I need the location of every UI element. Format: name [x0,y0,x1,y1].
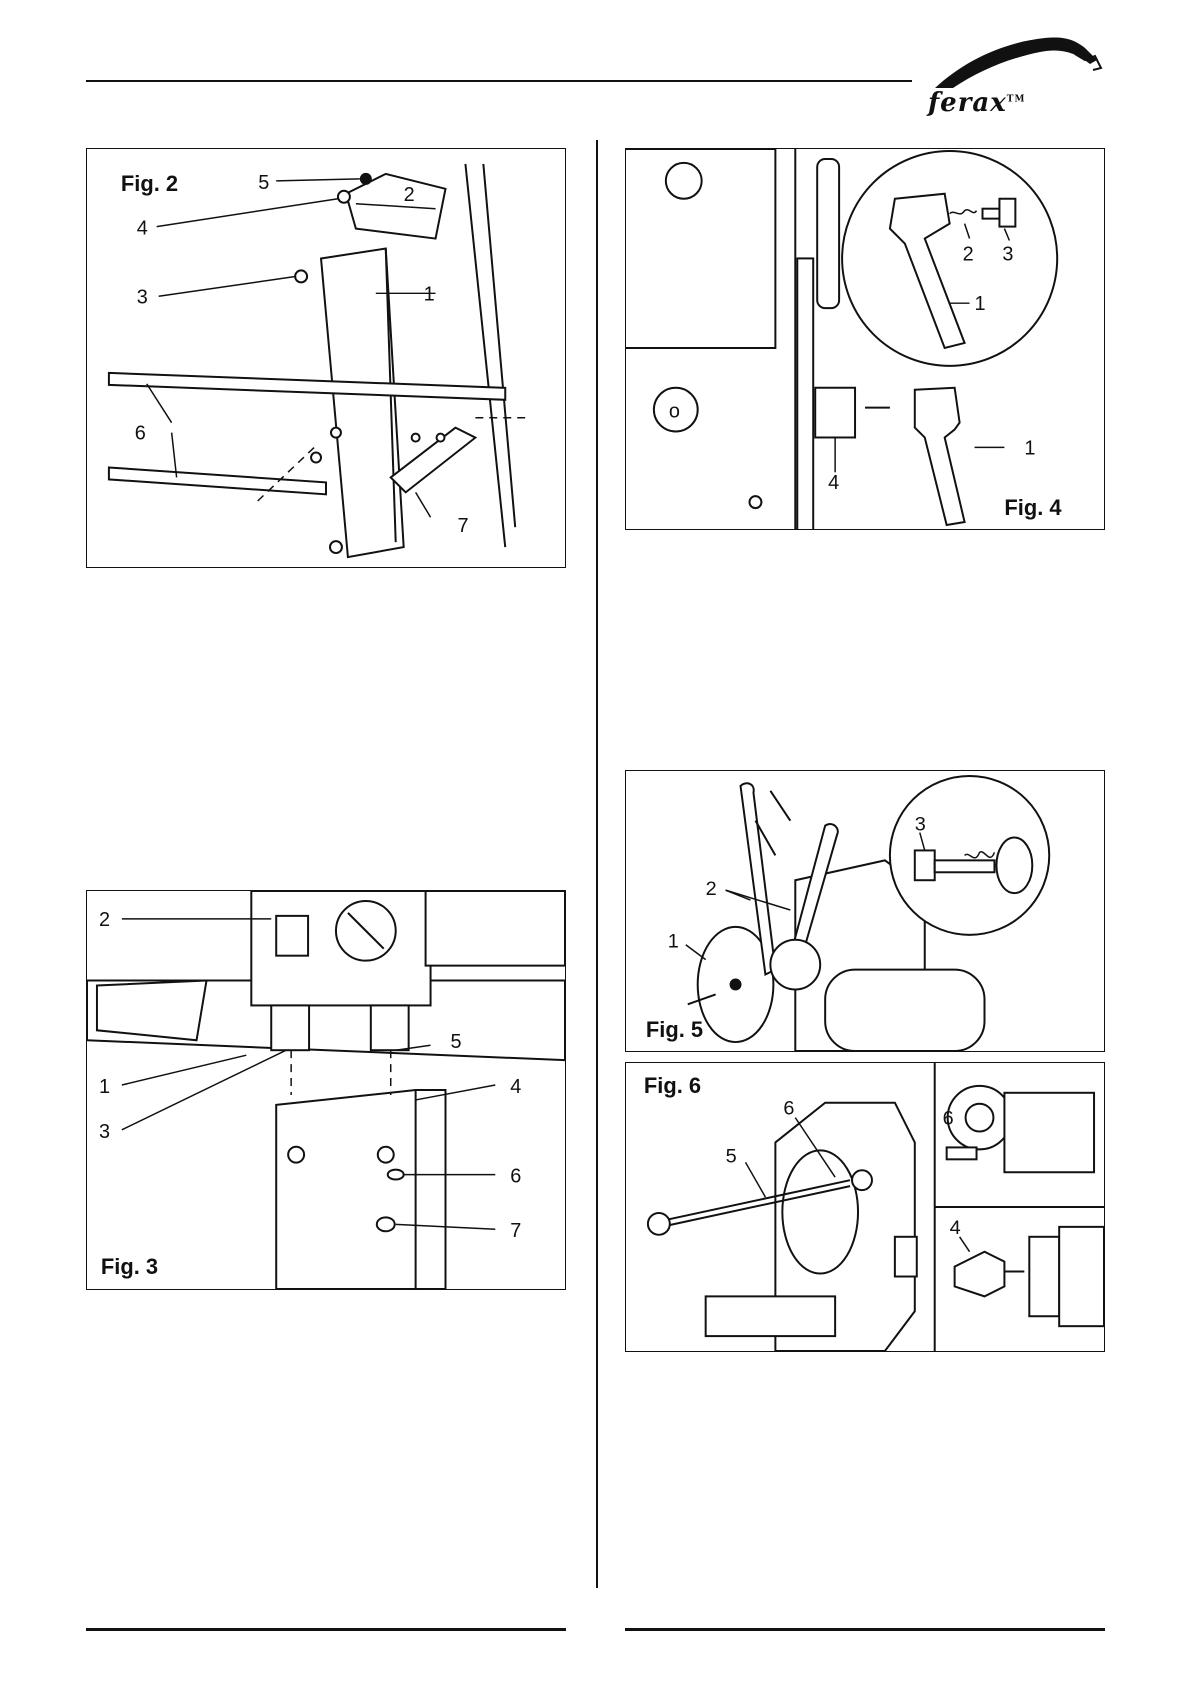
fig4-label-3: 3 [1002,243,1013,265]
fig3-label-2: 2 [99,909,110,931]
figure-6: Fig. 6 6 6 5 4 [625,1062,1105,1352]
brace-part [391,428,476,493]
column-divider [596,140,598,1588]
svg-text:o: o [669,401,680,423]
brand-wordmark: feraxTM [928,88,1118,118]
fig4-label-1b: 1 [1024,437,1035,459]
fig5-label-2: 2 [706,878,717,900]
fig5-label-1: 1 [668,931,679,953]
fig6-label-6b: 6 [943,1108,954,1130]
fig3-label-4: 4 [510,1076,521,1098]
figure-4-caption: Fig. 4 [1004,495,1062,520]
fig2-label-4: 4 [137,218,148,240]
fig2-label-5: 5 [258,172,269,194]
figure-6-caption: Fig. 6 [644,1073,701,1098]
chuck-part [955,1252,1005,1297]
figure-3-caption: Fig. 3 [101,1254,158,1279]
figure-3: Fig. 3 2 1 3 5 4 6 [86,890,566,1290]
fig2-label-7: 7 [457,515,468,537]
spindle-part [815,388,855,438]
fig6-label-5: 5 [726,1145,737,1167]
handle-part [915,388,965,525]
fig5-label-3: 3 [915,814,926,836]
knockout-bar-knob [648,1213,670,1235]
logo-swoosh-icon [925,30,1115,90]
rail-lower-part [109,467,326,494]
footer-rule-right [625,1628,1105,1631]
figure-5: Fig. 5 3 2 1 [625,770,1105,1052]
figure-2: Fig. 2 5 2 4 3 [86,148,566,568]
fig2-label-1: 1 [424,283,435,305]
header-rule [86,80,912,82]
figure-4: Fig. 4 o 2 3 1 4 1 [625,148,1105,530]
fig2-label-6: 6 [135,423,146,445]
fig4-label-4: 4 [828,472,839,494]
fig2-label-3: 3 [137,286,148,308]
fig2-label-2: 2 [404,184,415,206]
fig3-label-6: 6 [510,1166,521,1188]
cabinet-part [276,1090,445,1289]
fig3-label-3: 3 [99,1121,110,1143]
fig6-label-4: 4 [950,1217,961,1239]
fig3-label-5: 5 [450,1031,461,1053]
footer-rule-left [86,1628,566,1631]
fig4-label-2: 2 [963,243,974,265]
figure-2-caption: Fig. 2 [121,171,178,196]
figure-5-caption: Fig. 5 [646,1017,703,1042]
fig6-label-6a: 6 [783,1098,794,1120]
fig3-label-7: 7 [510,1220,521,1242]
fig4-label-1a: 1 [975,293,986,315]
fig3-label-1: 1 [99,1076,110,1098]
rail-upper-part [109,373,505,400]
